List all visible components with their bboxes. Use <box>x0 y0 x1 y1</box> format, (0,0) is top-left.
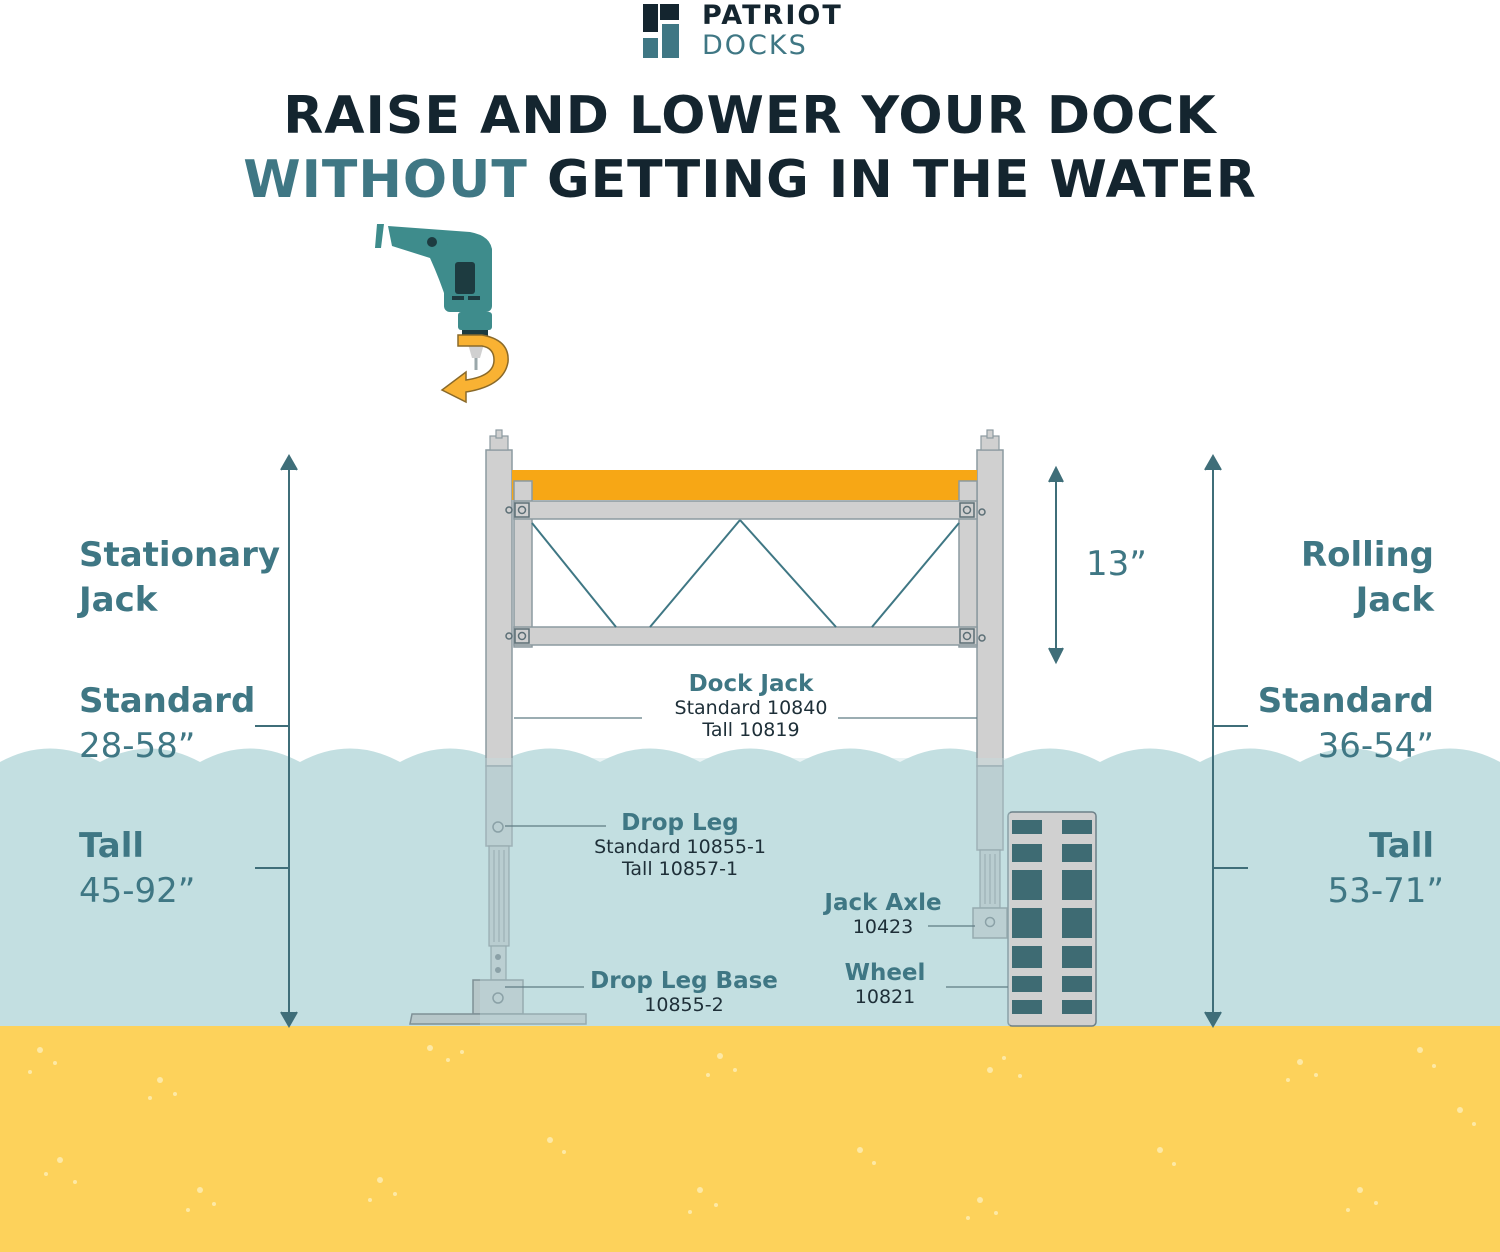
rotate-arrow-icon <box>440 334 509 404</box>
height-13-inch-label: 13” <box>1086 544 1147 584</box>
dock-jack-title: Dock Jack <box>688 671 814 697</box>
sand <box>0 1026 1500 1252</box>
right-height-arrow <box>1204 453 1248 1029</box>
stationary-standard-range: 28-58” <box>79 726 196 766</box>
jack-axle-number: 10423 <box>852 916 914 938</box>
jack-axle-title: Jack Axle <box>824 890 942 916</box>
drop-leg-callout: Drop Leg Standard 10855-1 Tall 10857-1 <box>580 810 780 880</box>
rolling-jack-title-1: Rolling <box>1300 535 1434 575</box>
leader-lines <box>505 717 1008 988</box>
stationary-jack-title-2: Jack <box>79 580 158 620</box>
drop-leg-tall: Tall 10857-1 <box>621 858 739 880</box>
rolling-standard-label: Standard <box>1257 681 1434 721</box>
headline-accent: WITHOUT <box>243 150 528 210</box>
dock-jack-callout: Dock Jack Standard 10840 Tall 10819 <box>640 671 862 741</box>
stationary-tall-range: 45-92” <box>79 871 196 911</box>
logo-line2: DOCKS <box>702 30 808 61</box>
wheel <box>1007 811 1097 1027</box>
drop-leg-base-callout: Drop Leg Base 10855-2 <box>585 968 783 1016</box>
logo-line1: PATRIOT <box>702 0 843 31</box>
wheel-callout: Wheel 10821 <box>830 960 940 1008</box>
rolling-jack-title-2: Jack <box>1355 580 1434 620</box>
jack-axle-callout: Jack Axle 10423 <box>818 890 948 938</box>
left-height-arrow <box>255 453 298 1029</box>
dock-frame <box>505 470 986 648</box>
power-drill-icon <box>375 224 492 370</box>
dock-jack-tall: Tall 10819 <box>702 719 800 741</box>
drop-leg-title: Drop Leg <box>621 810 739 836</box>
stationary-tall-label: Tall <box>79 826 145 866</box>
stationary-jack-post <box>409 429 587 1025</box>
drop-leg-base-title: Drop Leg Base <box>590 968 778 994</box>
drop-leg-standard: Standard 10855-1 <box>594 836 766 858</box>
sand-speckles <box>28 1045 1476 1220</box>
wheel-title: Wheel <box>844 960 926 986</box>
stationary-jack-title-1: Stationary <box>79 535 281 575</box>
jack-axle <box>972 907 1008 939</box>
thirteen-inch-arrow <box>1048 465 1064 665</box>
rolling-standard-range: 36-54” <box>1317 726 1434 766</box>
rolling-tall-label: Tall <box>1368 826 1434 866</box>
water <box>0 748 1500 1030</box>
rolling-tall-range: 53-71” <box>1327 871 1444 911</box>
headline-line1: RAISE AND LOWER YOUR DOCK <box>283 86 1217 146</box>
rolling-jack-post <box>972 429 1008 939</box>
wheel-number: 10821 <box>854 986 916 1008</box>
stationary-standard-label: Standard <box>79 681 256 721</box>
dock-jack-standard: Standard 10840 <box>674 697 828 719</box>
headline-line2: WITHOUT GETTING IN THE WATER <box>0 150 1500 210</box>
drop-leg-base-number: 10855-2 <box>644 994 724 1016</box>
headline-rest: GETTING IN THE WATER <box>546 150 1257 210</box>
patriot-docks-logo-icon <box>643 4 679 58</box>
